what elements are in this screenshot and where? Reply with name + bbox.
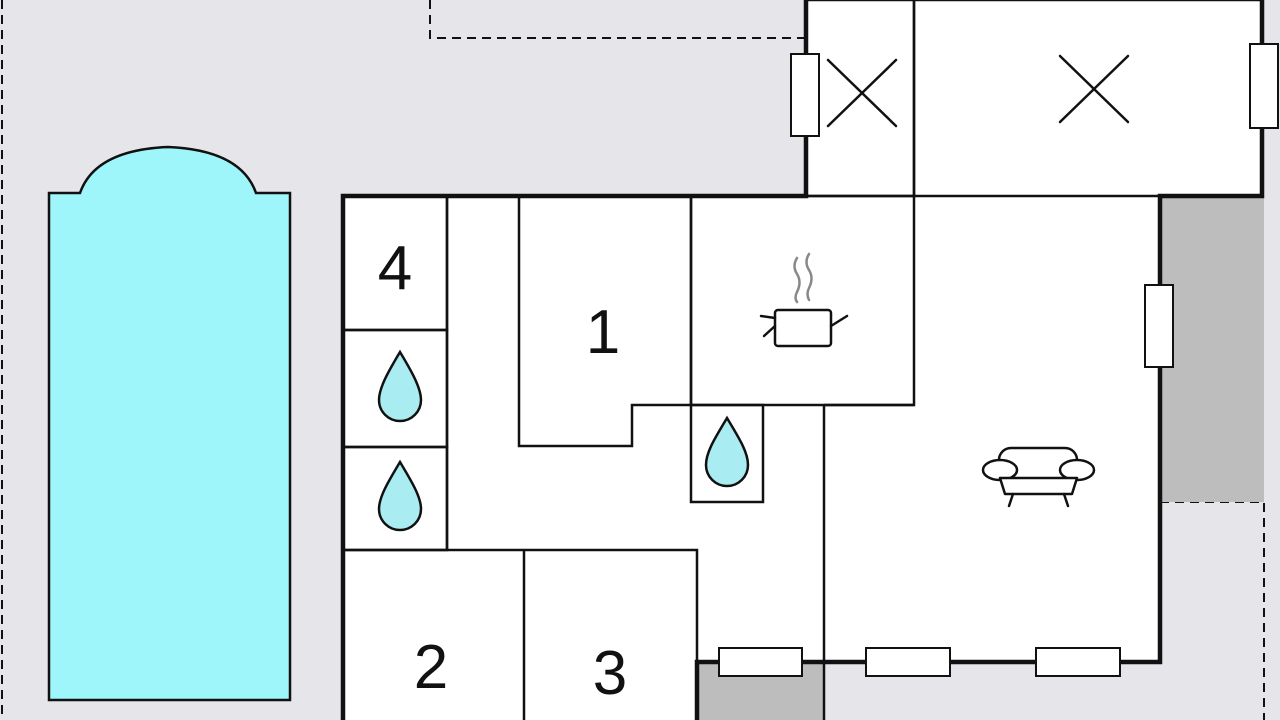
property-boundary-right bbox=[1160, 501, 1265, 720]
window-south-2 bbox=[865, 647, 951, 677]
sofa-icon bbox=[981, 446, 1096, 508]
property-boundary-top bbox=[429, 0, 806, 39]
room-label-2: 2 bbox=[414, 633, 448, 702]
window-upper-right bbox=[1249, 43, 1279, 129]
water-drop-icon bbox=[377, 459, 423, 532]
room-label-4: 4 bbox=[378, 234, 412, 303]
water-drop-icon bbox=[377, 349, 423, 423]
cross-mark-icon bbox=[1058, 54, 1130, 124]
room-label-1: 1 bbox=[586, 298, 620, 367]
room-label-3: 3 bbox=[593, 639, 627, 708]
window-east bbox=[1144, 284, 1174, 368]
window-south-1 bbox=[718, 647, 803, 677]
room-2-3-top-wall bbox=[343, 548, 699, 662]
house-floor bbox=[343, 0, 1262, 720]
window-south-3 bbox=[1035, 647, 1121, 677]
cooking-pot-icon bbox=[759, 252, 849, 348]
window-upper-left bbox=[790, 53, 820, 137]
water-drop-icon bbox=[704, 415, 750, 488]
shaded-terrace-right bbox=[1160, 196, 1264, 502]
exterior-wall-east bbox=[694, 0, 1265, 720]
cross-mark-icon bbox=[826, 58, 898, 128]
swimming-pool bbox=[47, 145, 292, 702]
bathroom-c bbox=[689, 403, 765, 504]
